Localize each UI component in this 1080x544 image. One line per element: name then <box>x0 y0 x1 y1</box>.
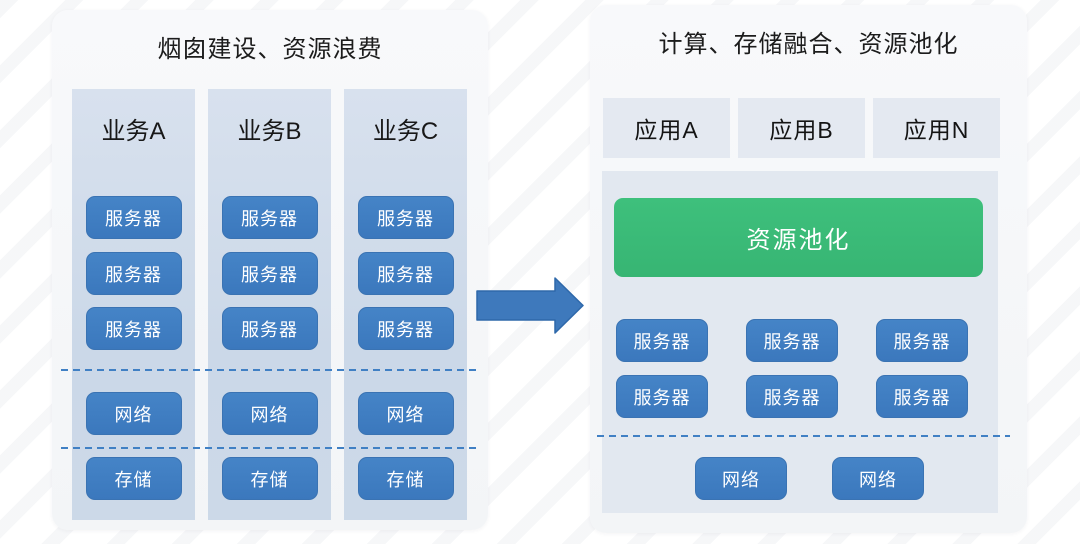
server-box: 服务器 <box>746 375 838 418</box>
app-box: 应用N <box>873 98 1000 158</box>
dashed-divider <box>61 447 480 449</box>
server-box: 服务器 <box>616 375 708 418</box>
server-box: 服务器 <box>616 319 708 362</box>
network-box: 网络 <box>695 457 787 500</box>
column-label: 业务C <box>372 118 439 145</box>
resource-pool-container: 资源池化 服务器 服务器 服务器 服务器 服务器 服务器 网络 网络 <box>602 171 998 513</box>
business-columns: 业务A 服务器 服务器 服务器 网络 存储 业务B 服务器 服务器 服务器 网络… <box>72 89 467 520</box>
server-box: 服务器 <box>221 307 318 350</box>
server-box: 服务器 <box>357 196 454 239</box>
panel-title: 烟囱建设、资源浪费 <box>157 36 383 63</box>
transition-arrow <box>470 272 590 340</box>
silo-architecture-panel: 烟囱建设、资源浪费 业务A 服务器 服务器 服务器 网络 存储 业务B 服务器 … <box>52 10 488 530</box>
server-row: 服务器 服务器 服务器 <box>602 375 998 418</box>
panel-title: 计算、存储融合、资源池化 <box>658 31 959 58</box>
server-box: 服务器 <box>746 319 838 362</box>
column-label: 业务A <box>101 118 166 145</box>
apps-row: 应用A 应用B 应用N <box>603 98 1000 158</box>
server-box: 服务器 <box>876 375 968 418</box>
storage-box: 存储 <box>85 457 182 500</box>
network-box: 网络 <box>85 392 182 435</box>
server-box: 服务器 <box>85 196 182 239</box>
dashed-divider <box>597 435 1010 437</box>
network-row: 网络 网络 <box>602 457 998 500</box>
storage-box: 存储 <box>221 457 318 500</box>
server-box: 服务器 <box>357 307 454 350</box>
server-box: 服务器 <box>357 252 454 295</box>
server-box: 服务器 <box>85 307 182 350</box>
server-box: 服务器 <box>221 196 318 239</box>
network-box: 网络 <box>357 392 454 435</box>
app-box: 应用B <box>738 98 865 158</box>
column-label: 业务B <box>237 118 302 145</box>
server-box: 服务器 <box>221 252 318 295</box>
network-box: 网络 <box>832 457 924 500</box>
server-box: 服务器 <box>876 319 968 362</box>
server-row: 服务器 服务器 服务器 <box>602 319 998 362</box>
business-column-a: 业务A 服务器 服务器 服务器 网络 存储 <box>72 89 195 520</box>
server-box: 服务器 <box>85 252 182 295</box>
network-box: 网络 <box>221 392 318 435</box>
dashed-divider <box>61 369 480 371</box>
storage-box: 存储 <box>357 457 454 500</box>
business-column-c: 业务C 服务器 服务器 服务器 网络 存储 <box>344 89 467 520</box>
app-box: 应用A <box>603 98 730 158</box>
resource-pool-box: 资源池化 <box>614 198 983 277</box>
right-arrow-icon <box>476 277 584 334</box>
business-column-b: 业务B 服务器 服务器 服务器 网络 存储 <box>208 89 331 520</box>
pooled-architecture-panel: 计算、存储融合、资源池化 应用A 应用B 应用N 资源池化 服务器 服务器 服务… <box>590 5 1027 533</box>
